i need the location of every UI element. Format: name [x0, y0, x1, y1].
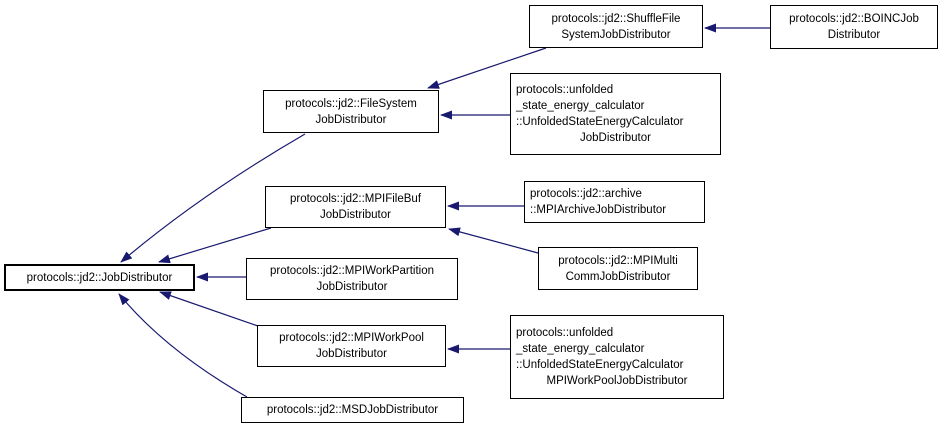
class-label-line: JobDistributor — [580, 132, 651, 144]
edge-mpimulticomm-to-mpifilebuf — [448, 227, 539, 254]
class-label-line: ::MPIArchiveJobDistributor — [530, 204, 667, 216]
class-label-line: protocols::jd2::MPIWorkPartition — [269, 265, 435, 277]
class-label-line: protocols::jd2::BOINCJob — [789, 13, 919, 25]
edge-filesystem-to-jobdistributor — [120, 133, 306, 263]
class-label-line: _state_energy_calculator — [516, 100, 645, 112]
class-node-msd[interactable]: protocols::jd2::MSDJobDistributor — [241, 397, 464, 423]
edge-shufflefilesystem-to-filesystem — [427, 47, 547, 89]
class-label-line: protocols::jd2::MPIMulti — [558, 254, 678, 267]
class-label-line: JobDistributor — [315, 113, 387, 126]
class-node-mpiarchive[interactable]: protocols::jd2::archive::MPIArchiveJobDi… — [524, 181, 705, 223]
class-label-line: protocols::jd2::MPIFileBuf — [289, 193, 422, 205]
class-label-line: MPIWorkPoolJobDistributor — [546, 375, 688, 387]
class-label-line: protocols::jd2::FileSystem — [285, 97, 417, 110]
class-label-line: _state_energy_calculator — [516, 343, 645, 355]
class-label-line: JobDistributor — [316, 348, 387, 360]
class-label-line: protocols::jd2::MSDJobDistributor — [266, 404, 439, 416]
class-node-jobdistributor: protocols::jd2::JobDistributor — [4, 264, 195, 291]
edge-mpiworkpool-to-jobdistributor — [159, 291, 259, 327]
class-label-line: ::UnfoldedStateEnergyCalculator — [516, 359, 684, 371]
class-label-line: Distributor — [827, 29, 881, 41]
class-label-line: protocols::unfolded — [516, 327, 614, 339]
class-label-line: JobDistributor — [320, 209, 391, 221]
class-label-line: ::UnfoldedStateEnergyCalculator — [516, 116, 684, 128]
class-label-line: protocols::jd2::MPIWorkPool — [279, 332, 424, 344]
class-label-line: protocols::jd2::archive — [530, 188, 642, 200]
class-node-unfolded-jd[interactable]: protocols::unfolded_state_energy_calcula… — [510, 73, 721, 155]
class-label-line: protocols::jd2::JobDistributor — [26, 271, 173, 284]
class-node-unfolded-wp[interactable]: protocols::unfolded_state_energy_calcula… — [510, 315, 724, 399]
class-label-line: SystemJobDistributor — [561, 28, 671, 41]
class-label-line: CommJobDistributor — [565, 270, 671, 283]
edge-mpifilebuf-to-jobdistributor — [158, 227, 272, 264]
class-label-line: JobDistributor — [316, 281, 388, 293]
edge-msd-to-jobdistributor — [118, 293, 248, 398]
class-label-line: protocols::unfolded — [516, 84, 614, 96]
class-label-line: protocols::jd2::ShuffleFile — [551, 12, 681, 25]
